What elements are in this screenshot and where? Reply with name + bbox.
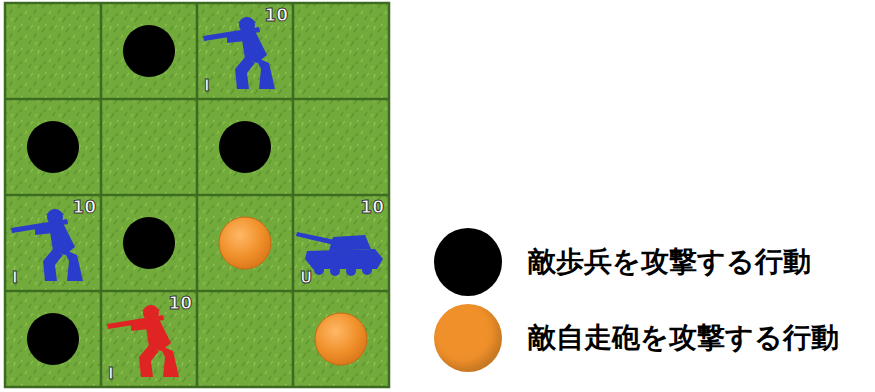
grid-lines	[5, 3, 389, 387]
strength-number: 10	[360, 199, 384, 216]
legend-label: 敵歩兵を攻撃する行動	[528, 245, 811, 279]
legend-swatch	[434, 228, 502, 296]
strength-number: 10	[264, 7, 288, 24]
unit-type-mark: I	[204, 79, 210, 94]
unit-type-mark: I	[108, 367, 114, 382]
red-infantry	[107, 305, 179, 377]
unit-type-mark: I	[12, 271, 18, 286]
blue-infantry	[11, 209, 83, 281]
strength-number: 10	[168, 295, 192, 312]
legend-label: 敵自走砲を攻撃する行動	[528, 321, 839, 355]
strength-number: 10	[72, 199, 96, 216]
blue-self-propelled-gun	[296, 232, 383, 276]
legend-swatch	[434, 304, 502, 372]
blue-infantry	[203, 17, 275, 89]
unit-type-mark: U	[300, 271, 312, 286]
grass-ground	[5, 3, 389, 387]
